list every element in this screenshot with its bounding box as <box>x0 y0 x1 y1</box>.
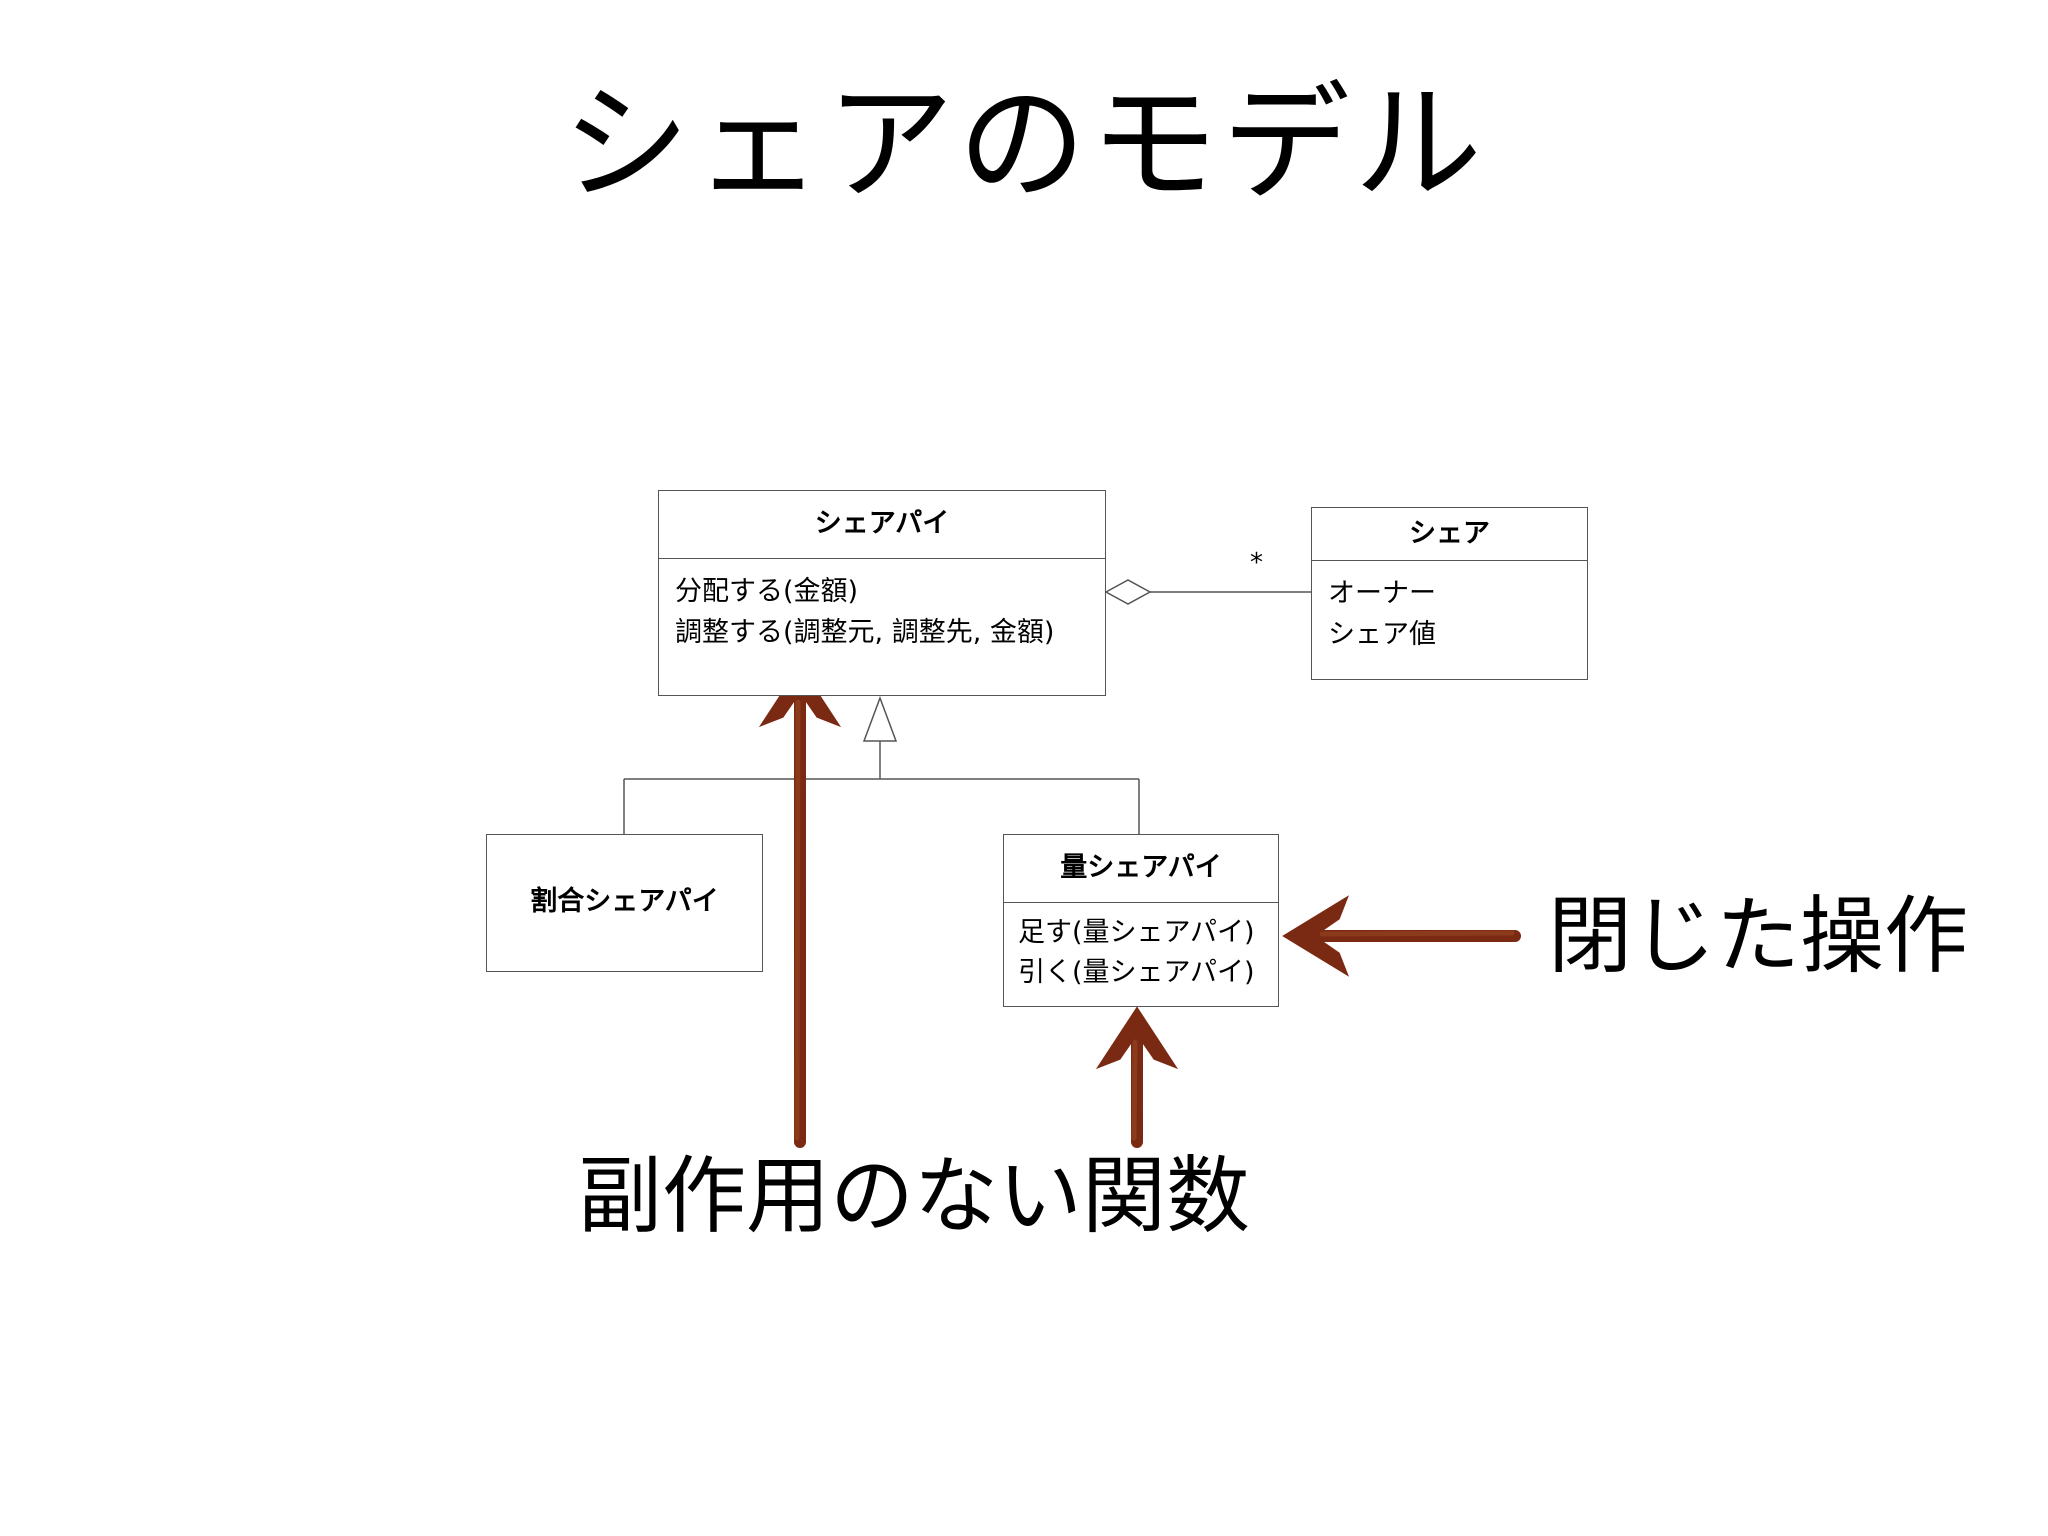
class-amount-share-pie-operations: 足す(量シェアパイ) 引く(量シェアパイ) <box>1004 903 1278 993</box>
class-share-pie-name: シェアパイ <box>659 491 1105 559</box>
operation-adjust: 調整する(調整元, 調整先, 金額) <box>675 617 1055 648</box>
operation-subtract: 引く(量シェアパイ) <box>1018 957 1255 988</box>
aggregation-diamond <box>1104 579 1152 605</box>
annotation-side-effect-free-function: 副作用のない関数 <box>578 1147 1251 1245</box>
arrow-side-effect-free-long <box>758 664 842 1148</box>
association-multiplicity: * <box>1250 548 1263 578</box>
operation-add: 足す(量シェアパイ) <box>1018 917 1255 948</box>
class-share-name: シェア <box>1312 508 1587 561</box>
class-amount-share-pie-name: 量シェアパイ <box>1004 835 1278 903</box>
class-amount-share-pie[interactable]: 量シェアパイ 足す(量シェアパイ) 引く(量シェアパイ) <box>1003 834 1279 1007</box>
class-share[interactable]: シェア オーナー シェア値 <box>1311 507 1588 680</box>
class-share-pie[interactable]: シェアパイ 分配する(金額) 調整する(調整元, 調整先, 金額) <box>658 490 1106 696</box>
slide-title: シェアのモデル <box>561 70 1486 219</box>
arrow-closed-operation <box>1282 895 1521 977</box>
class-share-pie-operations: 分配する(金額) 調整する(調整元, 調整先, 金額) <box>659 559 1105 653</box>
class-ratio-share-pie[interactable]: 割合シェアパイ <box>486 834 763 972</box>
arrow-side-effect-free-short <box>1095 1006 1179 1148</box>
class-share-attributes: オーナー シェア値 <box>1312 561 1587 655</box>
class-ratio-share-pie-name: 割合シェアパイ <box>530 886 719 917</box>
attribute-owner: オーナー <box>1328 578 1436 609</box>
operation-distribute: 分配する(金額) <box>675 576 859 607</box>
annotation-closed-operation: 閉じた操作 <box>1548 887 1969 985</box>
generalization-triangle <box>862 695 898 742</box>
attribute-share-value: シェア値 <box>1328 619 1436 650</box>
